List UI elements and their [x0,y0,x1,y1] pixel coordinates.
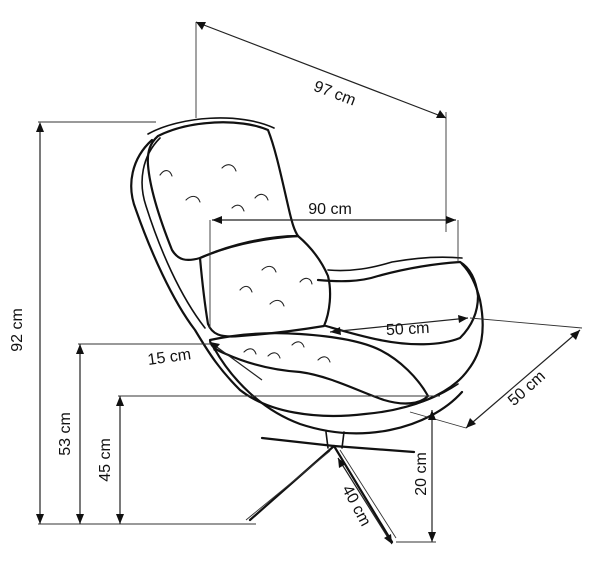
armrest-wing-edge [327,256,463,272]
label-90cm: 90 cm [308,201,352,218]
base-leg-right [332,444,416,454]
seat-cushion [208,332,430,405]
dim-40-line [337,457,393,545]
base-leg-left-edge [245,450,331,521]
dim-97-line [195,21,447,119]
back-tuft-5 [254,193,269,201]
dim-92-arrow-bottom [36,514,44,524]
dim-50-base-extension-low [409,411,467,429]
dim-92-arrow-top [36,122,44,132]
dim-40-arrow-top [338,458,346,468]
dim-15-arrow [210,342,220,351]
base-leg-front [332,444,394,544]
dim-45-arrow-top [116,396,124,406]
shell-rim [399,383,459,409]
back-tuft-4 [231,204,245,212]
dim-50-base-arrow-top [570,330,580,340]
label-15cm: 15 cm [147,346,193,369]
dim-50-base-arrow-bottom [466,418,476,428]
dim-40-arrow-bottom [384,534,392,544]
dim-97-arrow-left [196,22,206,30]
dimension-lines [36,21,583,545]
label-50cm-seat: 50 cm [386,320,430,339]
back-shell-top [147,117,275,135]
backrest-shell-outer [130,138,484,417]
back-cushion [146,121,300,261]
base-leg-left [260,436,336,448]
dimension-labels: 97 cm 90 cm 50 cm 15 cm 50 cm 92 cm 53 c… [9,78,549,529]
base-leg-front-edge [339,449,397,539]
dim-53-arrow-top [76,344,84,354]
seat-tuft-3 [291,341,305,348]
lumbar-tuft-3 [269,299,285,307]
label-97cm: 97 cm [311,78,358,109]
armrest-wing [316,260,480,346]
label-53cm: 53 cm [57,412,74,456]
dim-15-line [209,341,263,381]
lumbar-tuft-4 [299,277,313,285]
dim-50-seat-line [329,317,469,333]
seat-tuft-2 [267,352,281,359]
base-leg-back-left [248,444,336,522]
dim-50-base-line [465,329,581,429]
seat-tuft-4 [317,356,331,363]
label-45cm: 45 cm [97,438,114,482]
back-tuft-2 [185,195,201,203]
label-92cm: 92 cm [9,308,26,352]
lumbar-tuft-2 [261,265,277,273]
lumbar-tuft-1 [239,285,253,293]
dim-45-arrow-bottom [116,514,124,524]
dim-50-base-extension [469,317,583,329]
dim-20-arrow-top [428,410,436,420]
back-tuft-3 [221,164,237,172]
back-tuft-1 [159,170,173,177]
lumbar-cushion [198,234,332,338]
dim-50-seat-arrow-right [458,315,468,323]
dim-53-arrow-bottom [76,514,84,524]
backrest-shell-inner [141,137,206,329]
dim-97-arrow-right [436,110,446,118]
label-20cm: 20 cm [413,452,430,496]
dim-20-arrow-bottom [428,532,436,542]
seat-tuft-1 [243,348,257,355]
dim-90-arrow-right [446,216,456,224]
dim-50-seat-arrow-left [330,327,341,335]
dim-90-arrow-left [212,216,222,224]
